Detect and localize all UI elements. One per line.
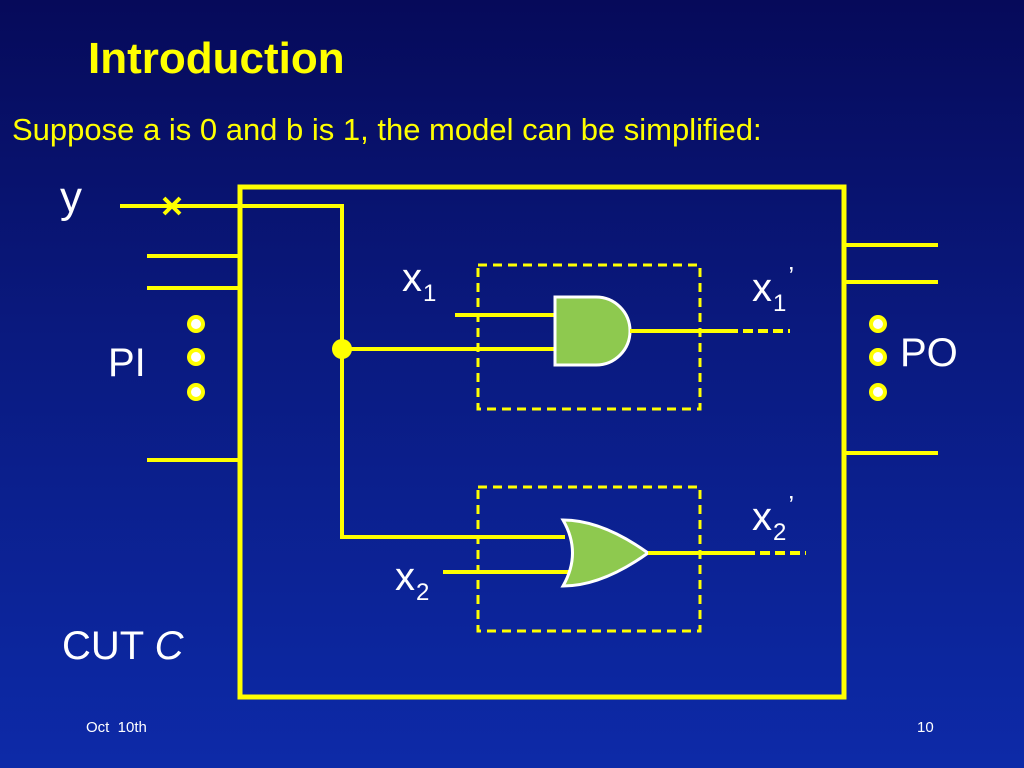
and-gate-icon bbox=[553, 295, 632, 367]
label-x2: x2 bbox=[395, 555, 430, 606]
page-number: 10 bbox=[917, 719, 934, 736]
slide-subtitle: Suppose a is 0 and b is 1, the model can… bbox=[12, 112, 762, 147]
label-x2-prime: x2’ bbox=[752, 490, 795, 546]
or-gate-icon bbox=[560, 518, 651, 588]
pi-ellipsis-icon bbox=[187, 315, 205, 401]
or-gate-region bbox=[476, 485, 702, 633]
label-cut: CUT C bbox=[62, 624, 184, 668]
label-y: y bbox=[60, 173, 82, 222]
label-x1: x1 bbox=[402, 256, 437, 307]
label-x1-prime: x1’ bbox=[752, 261, 795, 317]
junction-dot bbox=[332, 339, 352, 359]
po-ellipsis-icon bbox=[869, 315, 887, 401]
label-po: PO bbox=[900, 331, 958, 375]
label-pi: PI bbox=[108, 341, 146, 385]
slide-title: Introduction bbox=[88, 34, 345, 83]
and-gate-region bbox=[476, 263, 702, 411]
wire-y-internal bbox=[158, 204, 565, 539]
cut-box bbox=[237, 184, 847, 700]
footer-date: Oct 10th bbox=[86, 719, 147, 736]
